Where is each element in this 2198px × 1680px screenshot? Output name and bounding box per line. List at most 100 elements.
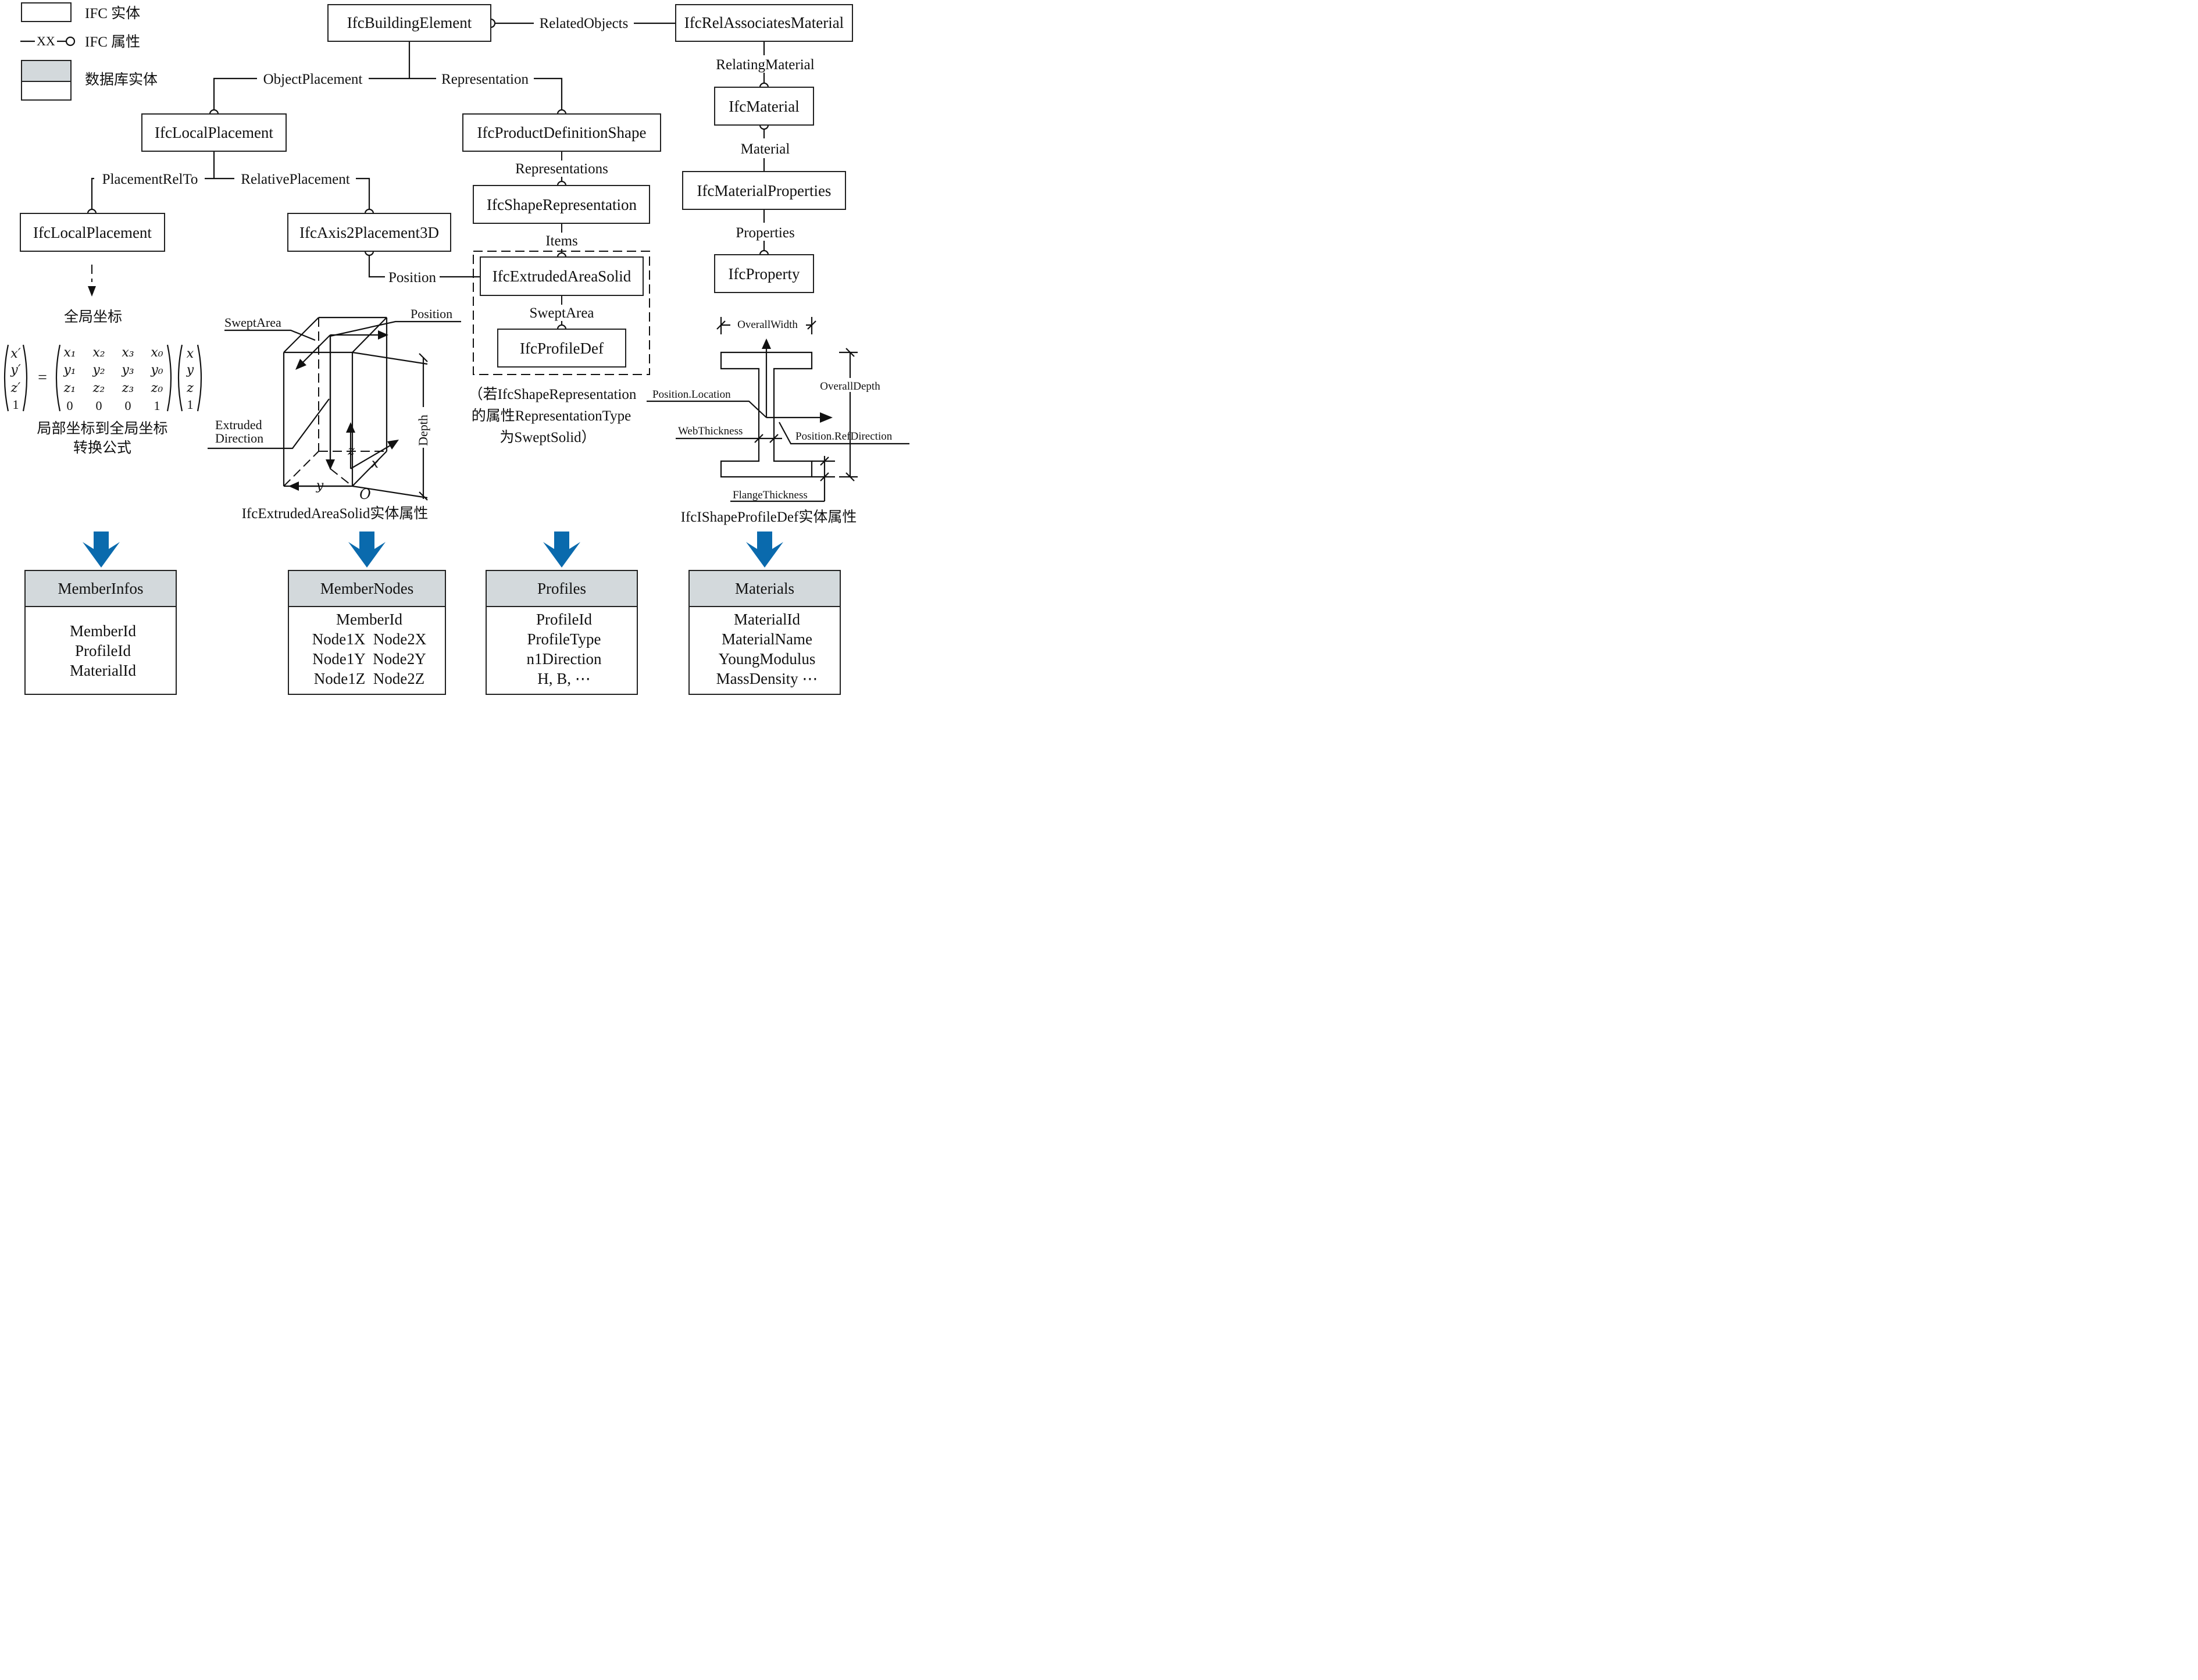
- db-table-title: Materials: [735, 580, 794, 597]
- matrix-lhs-cell: 1: [13, 397, 19, 412]
- db-field: MemberId: [336, 611, 402, 628]
- web-thickness-label: WebThickness: [678, 425, 743, 437]
- entity-property: IfcProperty: [714, 254, 814, 293]
- sweptsolid-group: [473, 251, 650, 375]
- matrix-cell: x₂: [92, 345, 105, 360]
- db-table-materials: MaterialsMaterialIdMaterialNameYoungModu…: [688, 532, 841, 695]
- formula-caption-line1: 局部坐标到全局坐标: [37, 420, 167, 437]
- db-table-title: MemberNodes: [320, 580, 413, 597]
- note-line2: 的属性RepresentationType: [472, 408, 631, 424]
- axis-x-label: x: [372, 456, 379, 471]
- db-field: MaterialId: [734, 611, 800, 628]
- matrix-bracket: [22, 344, 28, 412]
- db-table-title: Profiles: [537, 580, 586, 597]
- attr-items: Items: [545, 233, 578, 249]
- matrix-cell: z₁: [63, 381, 76, 395]
- axis-z-label: z: [347, 444, 355, 458]
- attr-object-placement: ObjectPlacement: [263, 72, 363, 87]
- matrix-cell: 0: [125, 398, 131, 413]
- swept-area-label: SweptArea: [224, 315, 281, 330]
- matrix-bracket: [55, 344, 61, 412]
- db-field: MassDensity ⋯: [716, 670, 818, 687]
- entity-extruded-area-solid-label: IfcExtrudedAreaSolid: [493, 267, 631, 285]
- ifc-mapping-diagram: IFC 实体 XX IFC 属性 数据库实体: [3, 2, 909, 695]
- entity-material: IfcMaterial: [714, 87, 814, 126]
- sweptsolid-note: （若IfcShapeRepresentation 的属性Representati…: [469, 386, 637, 445]
- matrix-cell: 0: [67, 398, 73, 413]
- axis-arrowhead: [378, 330, 388, 340]
- note-line1: （若IfcShapeRepresentation: [469, 386, 637, 402]
- attr-position: Position: [388, 270, 436, 286]
- axis-arrowhead: [387, 440, 399, 450]
- entity-product-definition-shape-label: IfcProductDefinitionShape: [477, 124, 647, 141]
- axis-arrowhead: [288, 481, 299, 491]
- profile-axis-arrowhead: [762, 338, 771, 349]
- matrix-cell: x₃: [122, 345, 134, 360]
- attr-placement-rel-to: PlacementRelTo: [102, 172, 198, 187]
- attr-swept-area: SweptArea: [529, 305, 594, 321]
- profile-axis-arrowhead: [820, 412, 833, 423]
- ishape-figure: OverallWidth OverallDepth Position.Locat…: [647, 317, 909, 525]
- matrix-cell: x₁: [63, 345, 76, 360]
- database-tables: MemberInfosMemberIdProfileIdMaterialIdMe…: [24, 532, 841, 695]
- entity-shape-representation-label: IfcShapeRepresentation: [487, 196, 637, 213]
- db-table-profiles: ProfilesProfileIdProfileTypen1DirectionH…: [486, 532, 638, 695]
- matrix-rhs-cell: 1: [187, 397, 194, 412]
- ishape-caption: IfcIShapeProfileDef实体属性: [681, 509, 857, 525]
- legend-db-label: 数据库实体: [85, 72, 158, 88]
- attr-material: Material: [741, 141, 790, 157]
- db-field: MaterialId: [70, 662, 136, 679]
- matrix-bracket: [177, 344, 183, 412]
- overall-depth-label: OverallDepth: [820, 380, 880, 393]
- attr-properties: Properties: [736, 225, 794, 241]
- down-arrow-icon: [543, 532, 580, 568]
- entity-material-label: IfcMaterial: [729, 98, 799, 115]
- legend-attr-sample: XX: [37, 34, 55, 48]
- entity-local-placement-2: IfcLocalPlacement: [20, 213, 165, 252]
- legend: IFC 实体 XX IFC 属性 数据库实体: [20, 2, 158, 101]
- flange-thickness-label: FlangeThickness: [733, 489, 808, 501]
- position-ref-direction-label: Position.RefDirection: [795, 430, 893, 443]
- note-line3: 为SweptSolid）: [499, 429, 595, 445]
- overall-width-label: OverallWidth: [737, 319, 798, 331]
- entity-rel-associates-material-label: IfcRelAssociatesMaterial: [684, 14, 844, 31]
- axis-arrowhead: [346, 422, 355, 433]
- entity-local-placement: IfcLocalPlacement: [141, 113, 287, 152]
- matrix-cell: y₂: [92, 363, 105, 377]
- db-field: ProfileType: [527, 630, 601, 648]
- legend-db-swatch-body: [21, 81, 72, 101]
- position-label: Position: [411, 306, 452, 321]
- matrix-cell: 1: [154, 398, 160, 413]
- matrix-lhs-cell: y′: [10, 363, 20, 377]
- db-field: MemberId: [70, 622, 136, 640]
- entity-building-element-label: IfcBuildingElement: [347, 14, 472, 31]
- matrix-cell: z₀: [151, 381, 163, 395]
- extruded-direction-line1: Extruded: [215, 418, 262, 432]
- entity-material-properties-label: IfcMaterialProperties: [697, 182, 832, 199]
- db-field: Node1Z Node2Z: [314, 670, 424, 687]
- legend-attribute-label: IFC 属性: [85, 34, 140, 50]
- db-table-body: [288, 606, 446, 695]
- entity-property-label: IfcProperty: [729, 265, 800, 283]
- matrix-rhs-cell: x: [187, 347, 194, 361]
- equals-sign: =: [38, 369, 47, 387]
- db-table-body: [486, 606, 638, 695]
- entity-axis2placement3d: IfcAxis2Placement3D: [287, 213, 451, 252]
- depth-label: Depth: [416, 415, 430, 446]
- entity-local-placement-2-label: IfcLocalPlacement: [33, 224, 152, 241]
- matrix-lhs-cell: z′: [10, 381, 21, 395]
- db-field: n1Direction: [527, 650, 602, 668]
- db-table-body: [688, 606, 841, 695]
- legend-entity-label: IFC 实体: [85, 5, 140, 22]
- db-table-title: MemberInfos: [58, 580, 144, 597]
- legend-attr-circle: [65, 36, 76, 47]
- entity-rel-associates-material: IfcRelAssociatesMaterial: [675, 4, 853, 42]
- legend-db-swatch-head: [21, 60, 72, 82]
- db-table-header: [24, 570, 177, 607]
- matrix-cell: z₃: [122, 381, 134, 395]
- legend-entity-swatch: [21, 2, 72, 22]
